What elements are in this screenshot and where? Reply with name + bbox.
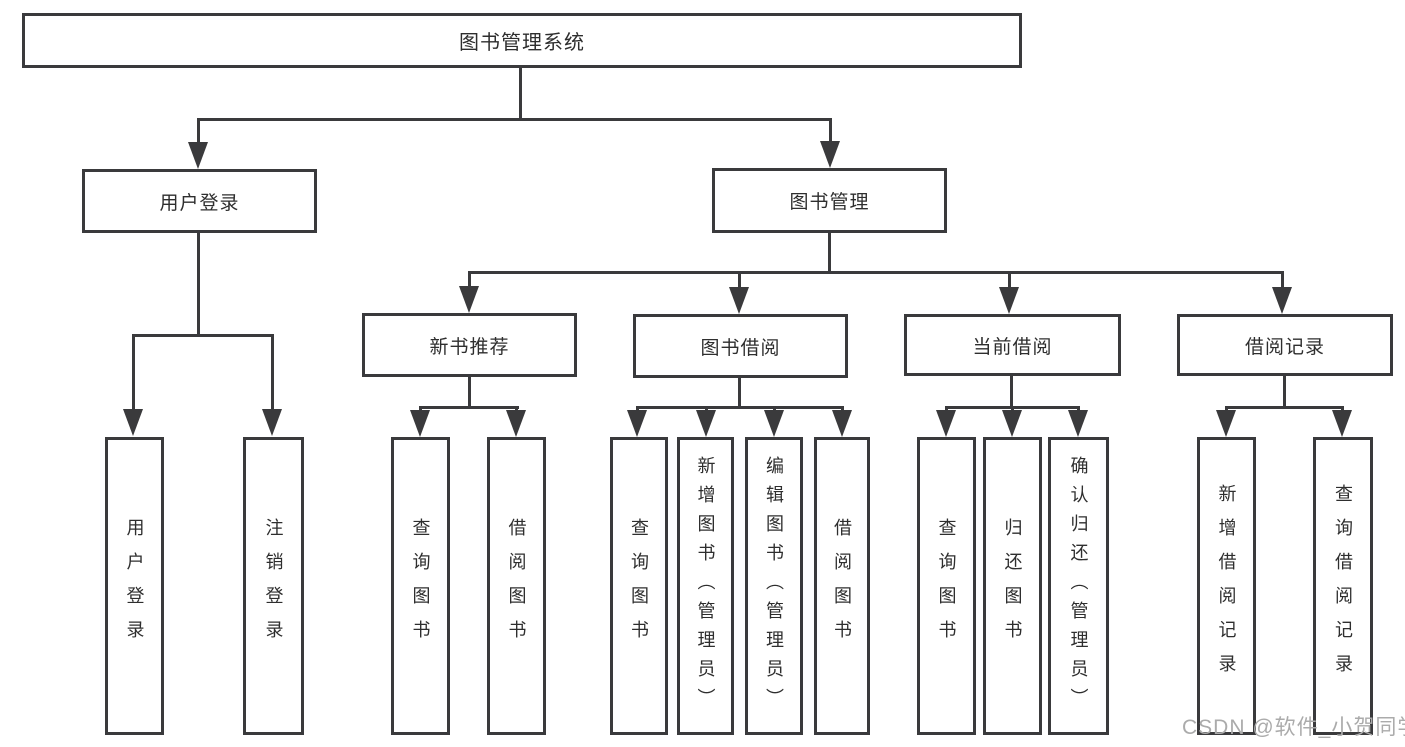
connector-line — [197, 232, 200, 336]
leaf-confirm-return-admin: 确认归还（管理员） — [1048, 437, 1109, 735]
arrow-down-icon — [1216, 410, 1236, 437]
connector-line — [132, 334, 135, 411]
arrow-down-icon — [1068, 410, 1088, 437]
connector-line — [197, 118, 831, 121]
connector-line — [828, 232, 831, 273]
leaf-borrow-books: 借阅图书 — [814, 437, 870, 735]
connector-line — [829, 118, 832, 144]
leaf-return-books: 归还图书 — [983, 437, 1042, 735]
node-user-login: 用户登录 — [82, 169, 317, 233]
connector-line — [197, 118, 200, 144]
leaf-query-books-recommend: 查询图书 — [391, 437, 450, 735]
connector-line — [419, 406, 519, 409]
arrow-down-icon — [936, 410, 956, 437]
arrow-down-icon — [1332, 410, 1352, 437]
connector-line — [1010, 375, 1013, 408]
leaf-add-books-admin: 新增图书（管理员） — [677, 437, 734, 735]
connector-line — [419, 406, 422, 412]
arrow-down-icon — [820, 141, 840, 168]
connector-line — [1341, 406, 1344, 412]
arrow-down-icon — [410, 410, 430, 437]
connector-line — [1281, 271, 1284, 289]
leaf-user-login: 用户登录 — [105, 437, 164, 735]
leaf-edit-books-admin: 编辑图书（管理员） — [745, 437, 803, 735]
arrow-down-icon — [696, 410, 716, 437]
connector-line — [1008, 271, 1011, 289]
arrow-down-icon — [262, 409, 282, 436]
arrow-down-icon — [188, 142, 208, 169]
connector-line — [132, 334, 274, 337]
leaf-query-borrow-record: 查询借阅记录 — [1313, 437, 1373, 735]
arrow-down-icon — [506, 410, 526, 437]
connector-line — [519, 67, 522, 119]
connector-line — [468, 376, 471, 408]
node-book-borrowing: 图书借阅 — [633, 314, 848, 378]
node-borrowing-records: 借阅记录 — [1177, 314, 1393, 376]
connector-line — [841, 406, 844, 412]
connector-line — [1225, 406, 1344, 409]
arrow-down-icon — [999, 287, 1019, 314]
connector-line — [738, 377, 741, 408]
arrow-down-icon — [459, 286, 479, 313]
connector-line — [636, 406, 844, 409]
arrow-down-icon — [832, 410, 852, 437]
arrow-down-icon — [729, 287, 749, 314]
leaf-logout: 注销登录 — [243, 437, 304, 735]
connector-line — [636, 406, 639, 412]
connector-line — [1225, 406, 1228, 412]
arrow-down-icon — [1002, 410, 1022, 437]
leaf-query-books-current: 查询图书 — [917, 437, 976, 735]
node-root-library-management-system: 图书管理系统 — [22, 13, 1022, 68]
connector-line — [705, 406, 708, 412]
connector-line — [468, 271, 471, 288]
connector-line — [773, 406, 776, 412]
arrow-down-icon — [627, 410, 647, 437]
leaf-query-books-borrowing: 查询图书 — [610, 437, 668, 735]
arrow-down-icon — [764, 410, 784, 437]
connector-line — [738, 271, 741, 289]
connector-line — [1077, 406, 1080, 412]
connector-line — [468, 271, 1284, 274]
connector-line — [271, 334, 274, 411]
connector-line — [1283, 375, 1286, 408]
node-current-borrowing: 当前借阅 — [904, 314, 1121, 376]
connector-line — [945, 406, 948, 412]
leaf-add-borrow-record: 新增借阅记录 — [1197, 437, 1256, 735]
arrow-down-icon — [1272, 287, 1292, 314]
csdn-watermark: CSDN @软件_小贺同学 — [1182, 716, 1405, 739]
node-book-management: 图书管理 — [712, 168, 947, 233]
node-new-book-recommend: 新书推荐 — [362, 313, 577, 377]
arrow-down-icon — [123, 409, 143, 436]
connector-line — [515, 406, 518, 412]
connector-line — [1011, 406, 1014, 412]
leaf-borrow-books-recommend: 借阅图书 — [487, 437, 546, 735]
